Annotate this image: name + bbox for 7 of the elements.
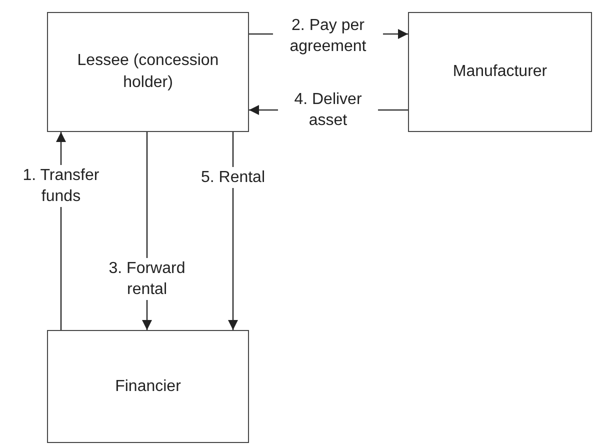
entity-box (408, 12, 592, 132)
box-label: Lessee (concession holder) (76, 51, 220, 93)
box-label: Financier (115, 376, 181, 396)
box-label: Manufacturer (452, 62, 548, 82)
entity-box (47, 12, 249, 132)
arrow (228, 132, 238, 330)
entity-box (47, 330, 249, 443)
